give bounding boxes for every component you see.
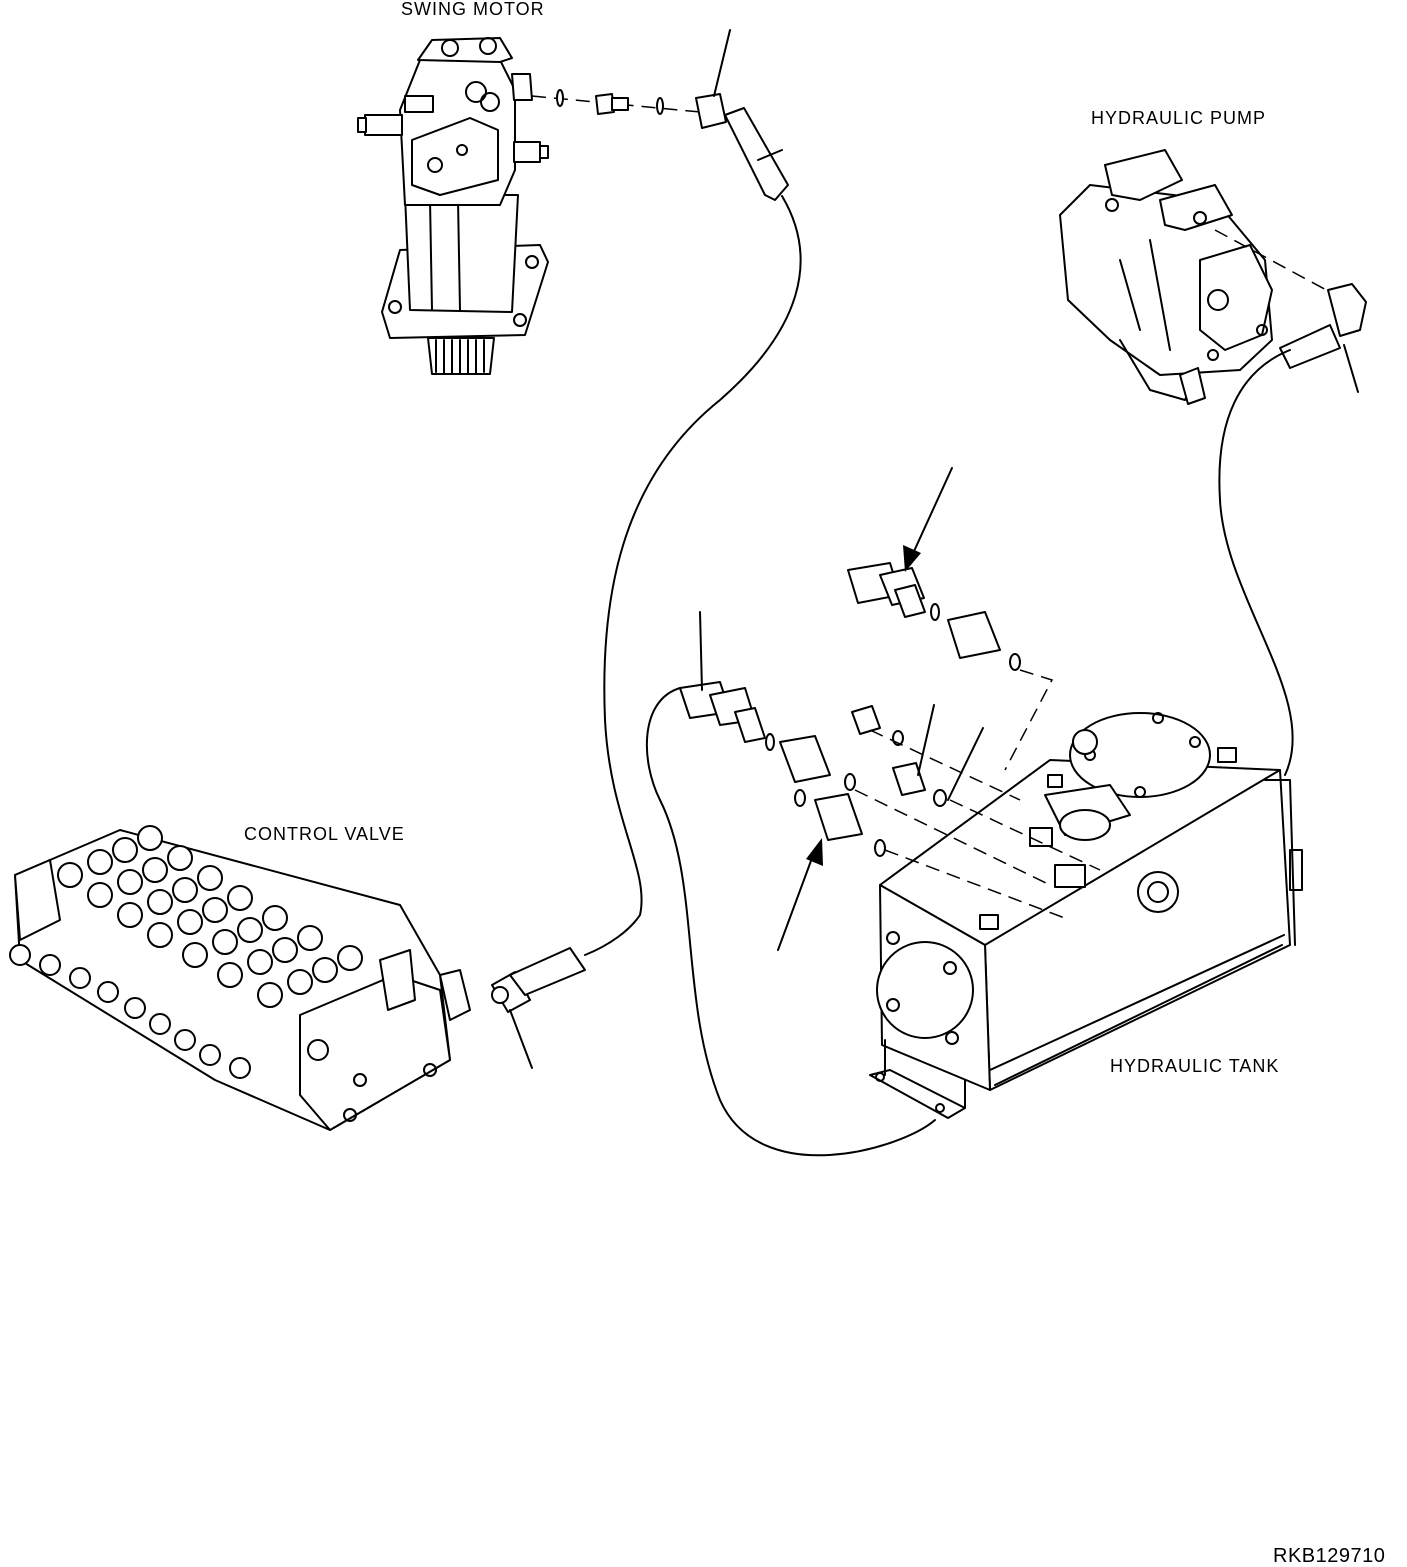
hydraulic-tank-label: HYDRAULIC TANK [1110,1056,1280,1076]
swing-motor-label: SWING MOTOR [401,0,545,19]
valve-spools [57,825,363,1008]
hydraulic-pump-fittings [1279,283,1367,393]
control-valve-label: CONTROL VALVE [244,824,405,844]
arrow-upper [903,467,953,572]
hoses [584,195,1294,1157]
valve-ports [9,944,251,1079]
swing-motor [357,37,549,375]
arrow-lower [777,838,823,951]
hydraulic-tank [869,712,1303,1119]
drawing-code: RKB129710 [1273,1545,1386,1567]
swing-motor-fittings [531,29,789,201]
hydraulic-pump-label: HYDRAULIC PUMP [1091,108,1267,128]
control-valve [9,825,471,1131]
control-valve-fittings [491,947,586,1069]
hydraulic-pump [1059,149,1331,405]
tank-fittings [679,562,1101,921]
